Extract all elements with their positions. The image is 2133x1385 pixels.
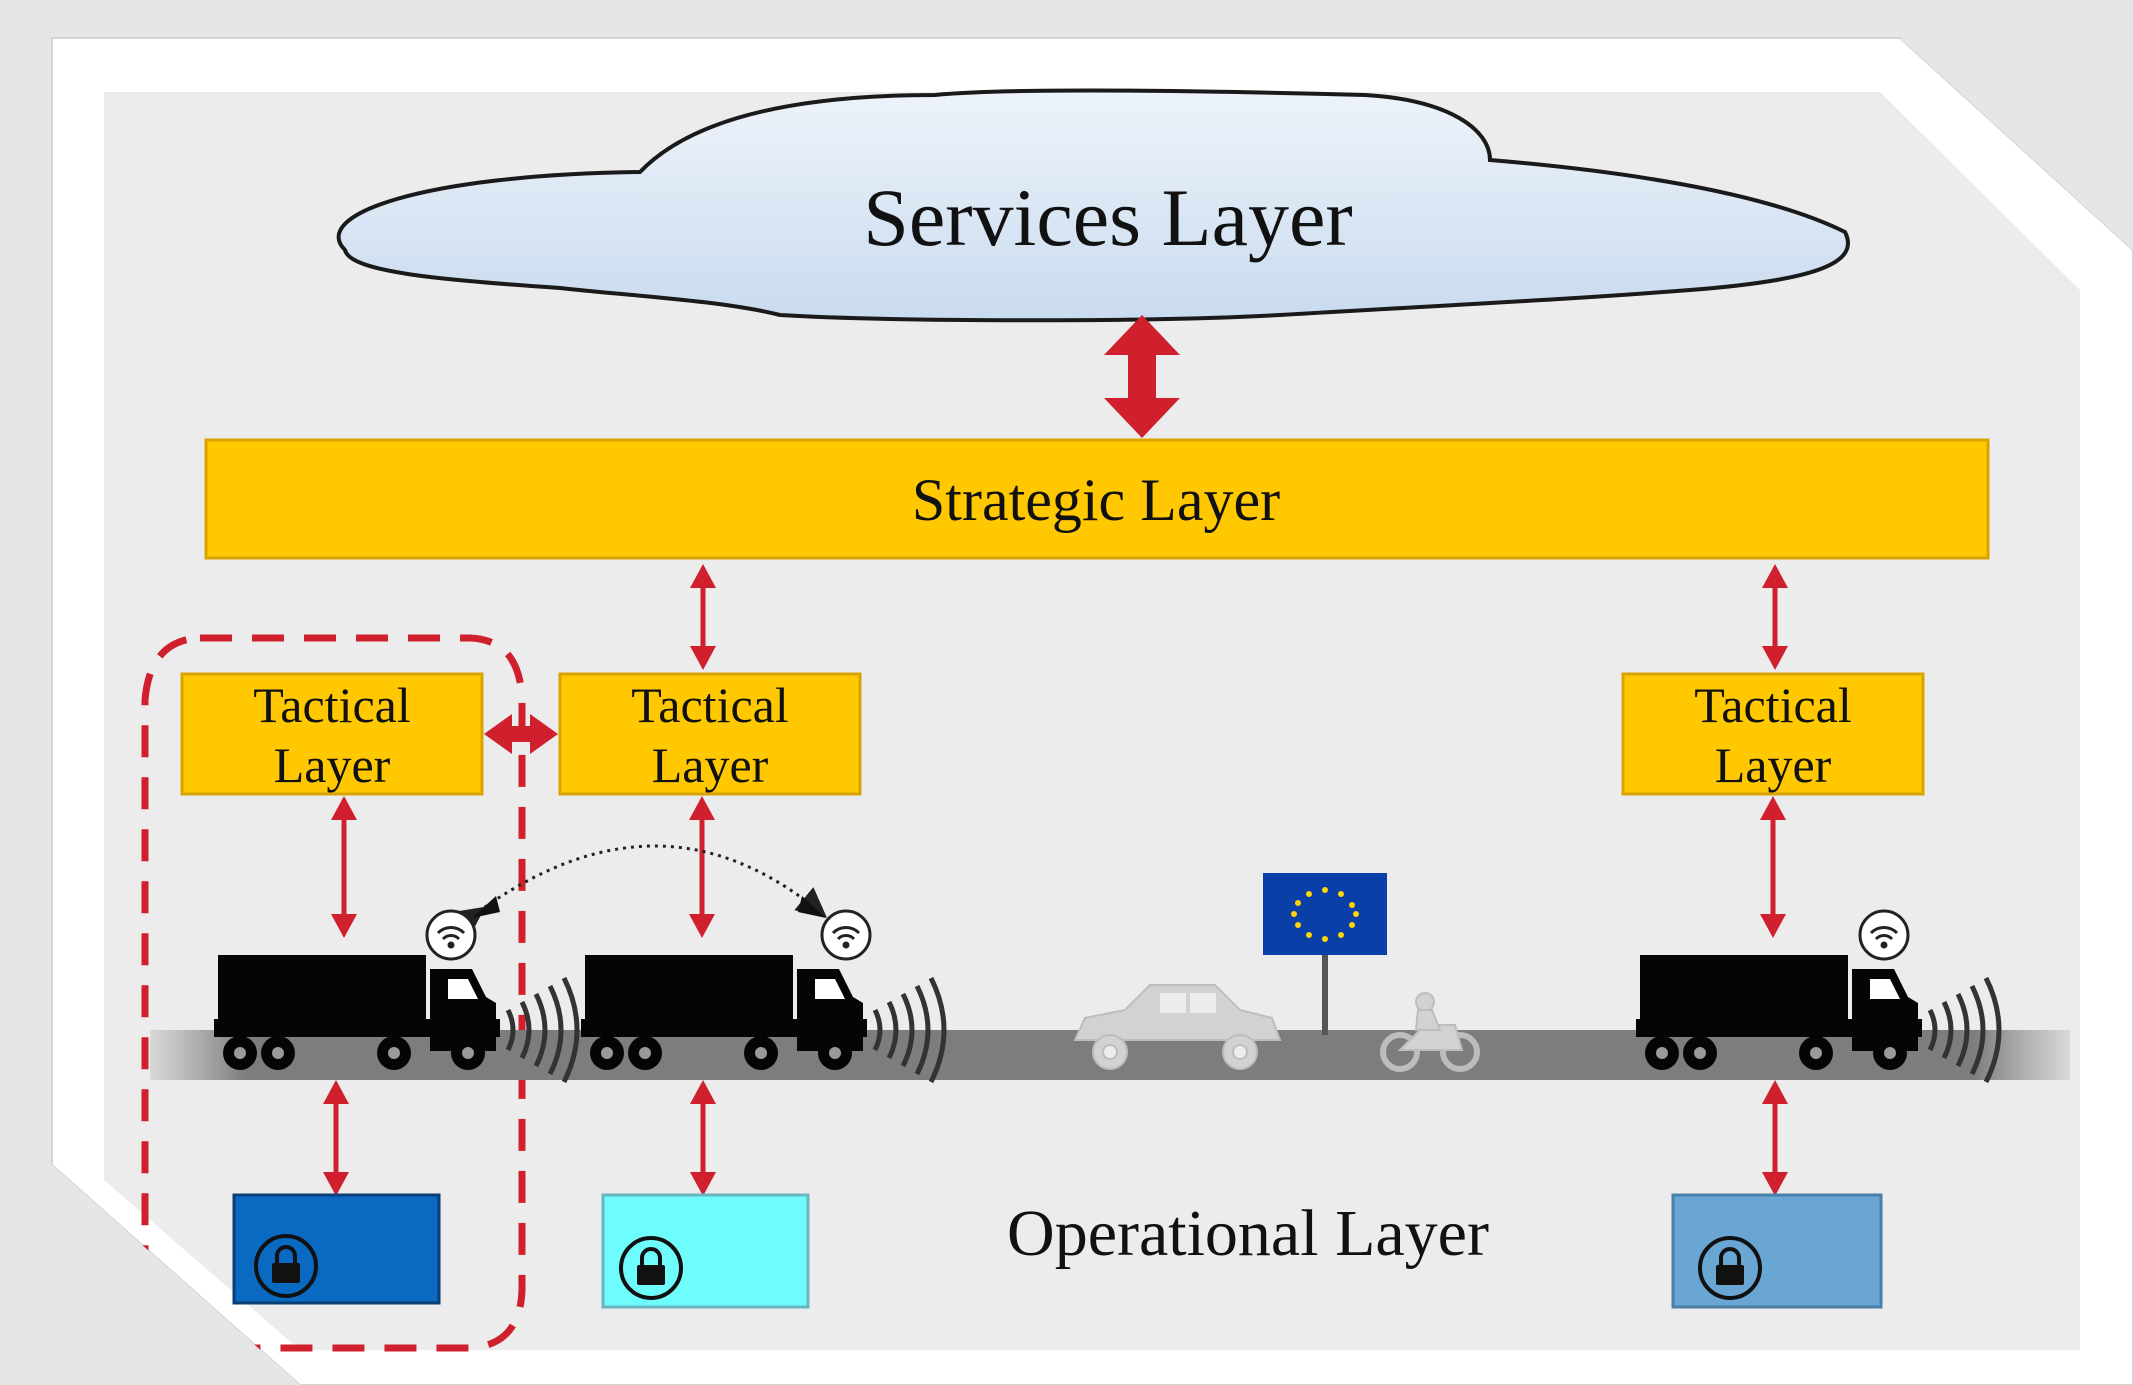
tactical-layer-label-3a: Tactical (1694, 677, 1852, 733)
operational-layer-label: Operational Layer (1007, 1197, 1489, 1270)
page-curl-top-right (1900, 38, 2133, 250)
page-curl-bottom-left (52, 1165, 300, 1385)
services-layer-label: Services Layer (863, 172, 1352, 263)
strategic-layer-label: Strategic Layer (912, 467, 1280, 533)
eu-flag-sign-icon (1263, 873, 1387, 1035)
tactical-layer-box-1: Tactical Layer (180, 672, 484, 796)
motorcycle-icon (1380, 992, 1480, 1072)
v2v-arrowhead-left (472, 896, 500, 918)
tactical-layer-label-3b: Layer (1715, 737, 1832, 793)
wifi-icon-1 (425, 909, 477, 961)
strategic-layer-box: Strategic Layer (204, 438, 1990, 560)
truck-operational-arrows (323, 1080, 1788, 1196)
wifi-icon-2 (820, 909, 872, 961)
wifi-icon-3 (1858, 909, 1910, 961)
v2v-arrowhead-right (798, 896, 826, 918)
tactical-layer-label-1a: Tactical (253, 677, 411, 733)
car-icon (1073, 984, 1282, 1070)
strategic-tactical-arrows (690, 564, 1788, 670)
tactical-layer-box-3: Tactical Layer (1621, 672, 1925, 796)
tactical-layer-label-2b: Layer (652, 737, 769, 793)
services-strategic-double-arrow (1104, 315, 1180, 438)
operational-box-1 (232, 1193, 441, 1305)
services-layer-cloud: Services Layer (336, 88, 1850, 323)
tactical-layer-label-2a: Tactical (631, 677, 789, 733)
operational-box-2 (601, 1193, 810, 1309)
tactical-layer-box-2: Tactical Layer (558, 672, 862, 796)
v2v-communication-arrow (452, 844, 827, 937)
tactical-layer-label-1b: Layer (274, 737, 391, 793)
operational-box-3 (1671, 1193, 1883, 1309)
